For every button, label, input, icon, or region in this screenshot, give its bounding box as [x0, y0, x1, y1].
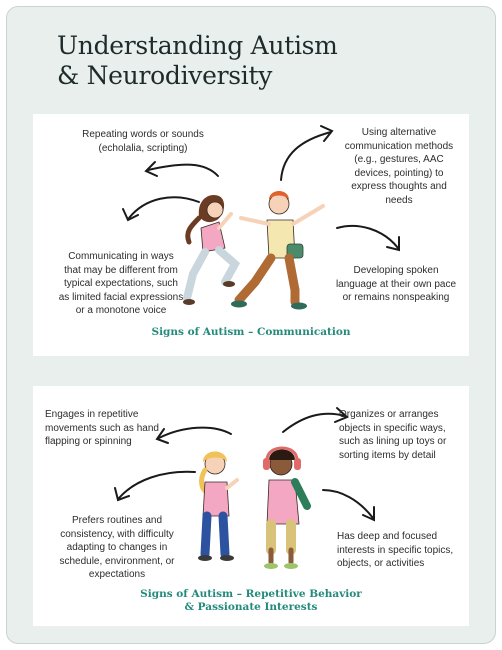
title-line-1: Understanding Autism: [57, 31, 338, 60]
note-repetitive-movements: Engages in repetitive movements such as …: [45, 409, 159, 447]
headphones-child-figure: [263, 446, 311, 569]
note-alternative-communication: Using alternative communication methods …: [344, 127, 454, 206]
repetitive-caption: Signs of Autism – Repetitive Behavior & …: [140, 588, 362, 613]
repetitive-illustration: [114, 407, 375, 569]
arrow-to-echolalia-head: [144, 161, 158, 177]
arrow-to-movements-head: [155, 428, 169, 444]
communication-illustration: [122, 125, 400, 310]
note-routines: Prefers routines and consistency, with d…: [59, 515, 175, 580]
arrow-to-spoken: [336, 224, 399, 249]
communication-caption: Signs of Autism – Communication: [151, 326, 351, 338]
title-line-2: & Neurodiversity: [57, 61, 273, 90]
arrow-to-different: [128, 196, 200, 219]
arrow-to-organizes: [282, 412, 346, 433]
note-echolalia: Repeating words or sounds (echolalia, sc…: [82, 129, 204, 154]
arrow-to-alternative-head: [320, 125, 334, 142]
arrow-to-interests: [322, 489, 374, 519]
note-focused-interests: Has deep and focused interests in specif…: [337, 531, 454, 569]
note-organizes-objects: Organizes or arranges objects in specifi…: [339, 409, 447, 461]
note-different-communication: Communicating in ways that may be differ…: [58, 251, 184, 316]
flapping-girl-figure: [198, 451, 239, 561]
arrow-to-echolalia: [147, 163, 219, 177]
arrow-to-routines-head: [114, 487, 130, 502]
boy-figure: [231, 191, 325, 310]
repetitive-behavior-panel: Engages in repetitive movements such as …: [33, 386, 469, 626]
arrow-to-spoken-head: [386, 236, 400, 252]
arrow-to-organizes-head: [334, 407, 349, 423]
arrow-to-interests-head: [362, 506, 375, 522]
arrow-to-alternative: [280, 131, 332, 181]
arrow-to-movements: [158, 426, 232, 439]
page-title: Understanding Autism & Neurodiversity: [57, 31, 338, 91]
communication-panel: Repeating words or sounds (echolalia, sc…: [33, 114, 469, 356]
arrow-to-routines: [118, 470, 196, 499]
arrow-to-different-head: [122, 208, 139, 222]
note-spoken-language: Developing spoken language at their own …: [335, 265, 457, 303]
girl-figure: [183, 194, 241, 305]
